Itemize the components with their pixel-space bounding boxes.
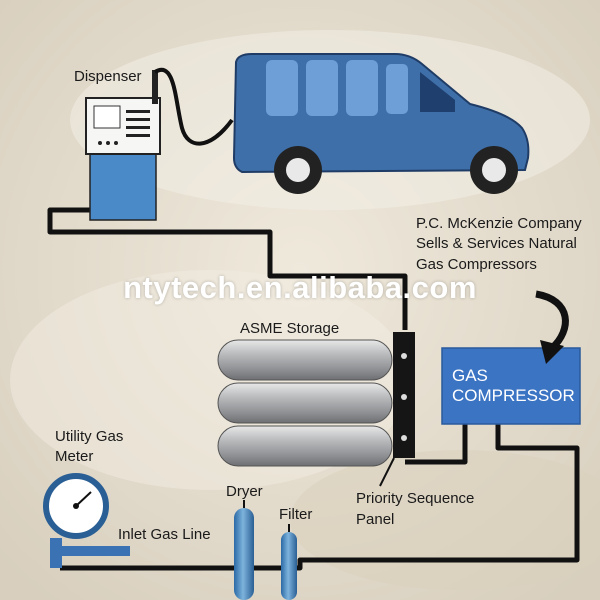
dispenser-keypad xyxy=(126,118,150,121)
panel-leader-line xyxy=(379,457,395,487)
meter-foot xyxy=(50,546,130,556)
dryer-cylinder xyxy=(234,508,254,600)
van-rear-hubcap xyxy=(286,158,310,182)
background-cloud xyxy=(290,450,600,590)
storage-tank xyxy=(217,425,393,467)
gas-compressor-box xyxy=(441,347,581,425)
dispenser-button xyxy=(106,141,110,145)
dispenser-keypad xyxy=(126,126,150,129)
company-note-line1: P.C. McKenzie Company xyxy=(416,215,582,232)
inlet-gas-line-label: Inlet Gas Line xyxy=(118,526,211,543)
gas-compressor: GAS COMPRESSOR xyxy=(440,348,580,424)
dispenser xyxy=(85,70,161,221)
panel-valve xyxy=(401,394,407,400)
dispenser-button xyxy=(98,141,102,145)
dispenser-base xyxy=(89,149,157,221)
utility-gas-meter xyxy=(43,473,130,568)
priority-sequence-panel xyxy=(379,332,415,487)
asme-storage-tanks xyxy=(217,339,393,467)
van-window xyxy=(306,60,338,116)
van-windshield xyxy=(420,72,455,112)
company-note-line3: Gas Compressors xyxy=(416,256,537,273)
filter-cylinder xyxy=(281,532,297,600)
dispenser-button xyxy=(114,141,118,145)
meter-needle xyxy=(75,491,92,507)
watermark: ntytech.en.alibaba.com xyxy=(123,270,477,305)
van-window xyxy=(386,64,408,114)
curved-arrow-icon xyxy=(535,290,569,364)
panel-valve xyxy=(401,353,407,359)
dryer-filter xyxy=(234,500,297,600)
van-front-hubcap xyxy=(482,158,506,182)
van-window xyxy=(266,60,298,116)
storage-tank xyxy=(217,339,393,381)
pipe-panel-to-compressor xyxy=(405,415,468,465)
dispenser-keypad xyxy=(126,134,150,137)
asme-storage-label: ASME Storage xyxy=(240,320,340,337)
gas-compressor-label-line2: COMPRESSOR xyxy=(452,386,575,405)
dispenser-display xyxy=(93,105,121,129)
utility-gas-meter-label-line2: Meter xyxy=(55,448,94,465)
priority-sequence-label-line2: Panel xyxy=(356,511,395,528)
dryer-label: Dryer xyxy=(226,483,263,500)
fuel-hose xyxy=(153,67,234,146)
van xyxy=(232,53,530,194)
dispenser-label: Dispenser xyxy=(74,68,142,85)
storage-tank xyxy=(217,382,393,424)
dispenser-nozzle-post xyxy=(152,70,158,104)
gas-pipes xyxy=(47,207,580,571)
pipe-dispenser-to-panel xyxy=(47,207,408,330)
gas-compressor-label-line1: GAS xyxy=(452,366,488,385)
pipe-compressor-to-inlet xyxy=(60,415,580,571)
utility-gas-meter-label-line1: Utility Gas xyxy=(55,428,124,445)
company-note-line2: Sells & Services Natural xyxy=(416,235,577,252)
van-window xyxy=(346,60,378,116)
priority-sequence-label-line1: Priority Sequence xyxy=(356,490,475,507)
panel-valve xyxy=(401,435,407,441)
filter-label: Filter xyxy=(279,506,313,523)
dispenser-keypad xyxy=(126,110,150,113)
